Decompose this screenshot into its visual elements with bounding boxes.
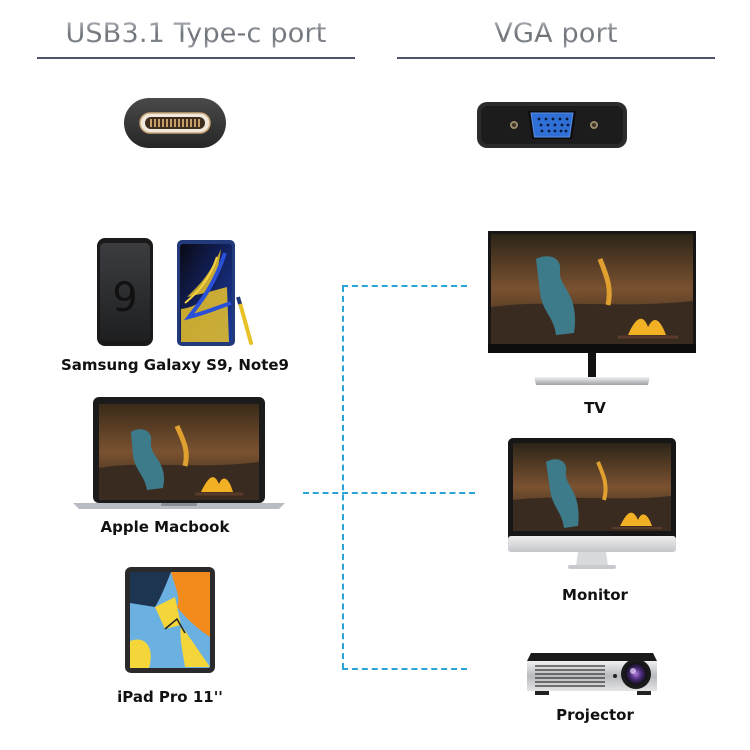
display-label-projector: Projector [556, 706, 634, 724]
source-label-samsung: Samsung Galaxy S9, Note9 [61, 356, 289, 374]
display-label-tv: TV [584, 399, 606, 417]
usb-c-title-underline [37, 57, 355, 59]
source-label-macbook: Apple Macbook [100, 518, 230, 536]
source-label-ipad: iPad Pro 11'' [117, 688, 223, 706]
tablet-icon [125, 567, 215, 673]
connector-trunk [342, 286, 344, 669]
tv-icon [488, 231, 698, 387]
laptop-icon [73, 396, 285, 510]
vga-port-title: VGA port [397, 18, 715, 49]
smartphones-icon: 9 [97, 237, 257, 349]
connector-to-projector [342, 668, 467, 670]
connector-from-macbook-to-monitor [303, 492, 475, 494]
vga-title-underline [397, 57, 715, 59]
usb-c-port-title: USB3.1 Type-c port [37, 18, 355, 49]
connector-to-tv [342, 285, 467, 287]
projector-icon [525, 651, 659, 697]
vga-port-icon [476, 101, 628, 149]
monitor-icon [508, 438, 676, 572]
display-label-monitor: Monitor [562, 586, 628, 604]
svg-text:9: 9 [112, 275, 137, 321]
usb-c-port-icon [123, 97, 227, 149]
